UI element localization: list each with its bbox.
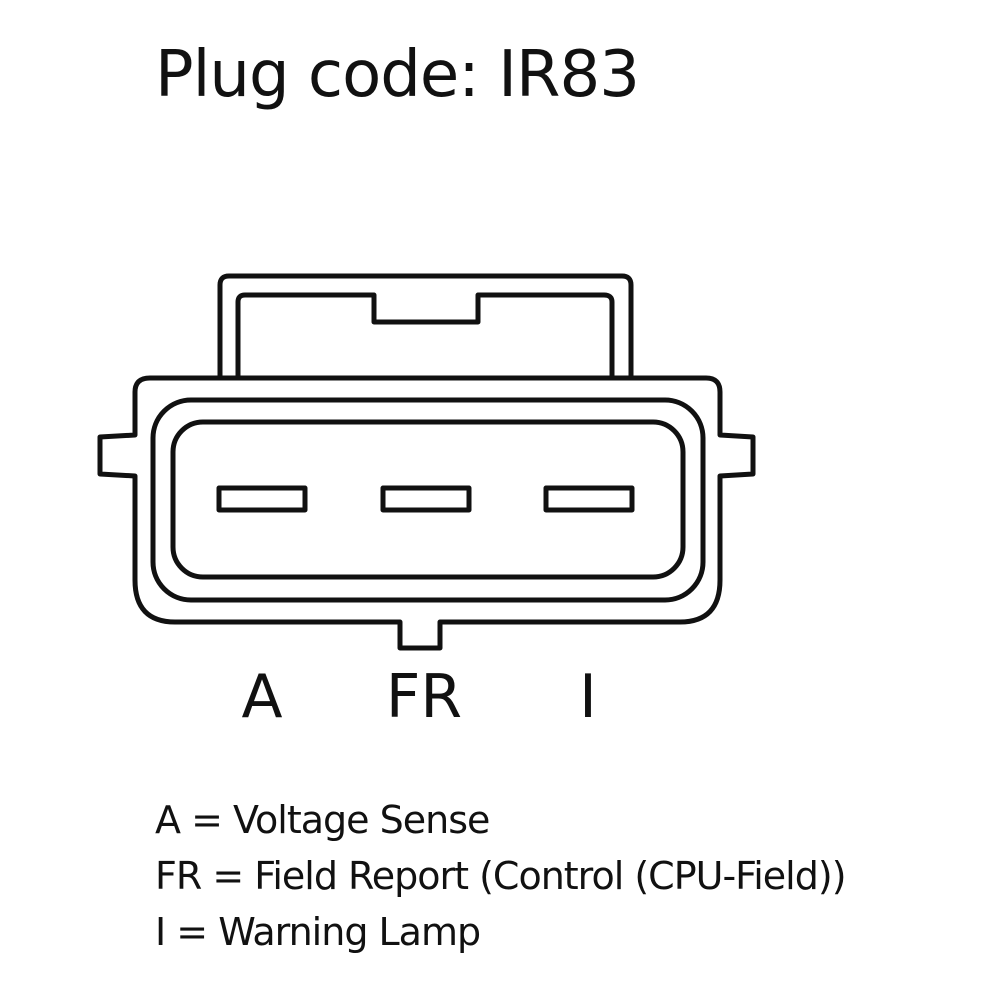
pin-label-a: A <box>241 662 283 732</box>
legend-item: FR = Field Report (Control (CPU-Field)) <box>155 854 847 898</box>
pin-label-fr: FR <box>385 662 463 732</box>
legend-item: I = Warning Lamp <box>155 910 481 954</box>
housing-outer <box>97 375 756 651</box>
pin-i <box>543 485 635 513</box>
pin-fr <box>380 485 472 513</box>
pin-a <box>216 485 308 513</box>
latch-outer <box>217 273 634 378</box>
latch-inner <box>235 292 615 378</box>
housing-inner <box>170 419 686 580</box>
pin-label-i: I <box>579 662 597 732</box>
housing-middle <box>150 397 706 603</box>
pin-legend: A = Voltage Sense FR = Field Report (Con… <box>155 792 847 960</box>
plug-code-title: Plug code: IR83 <box>155 38 640 112</box>
legend-item: A = Voltage Sense <box>155 798 490 842</box>
